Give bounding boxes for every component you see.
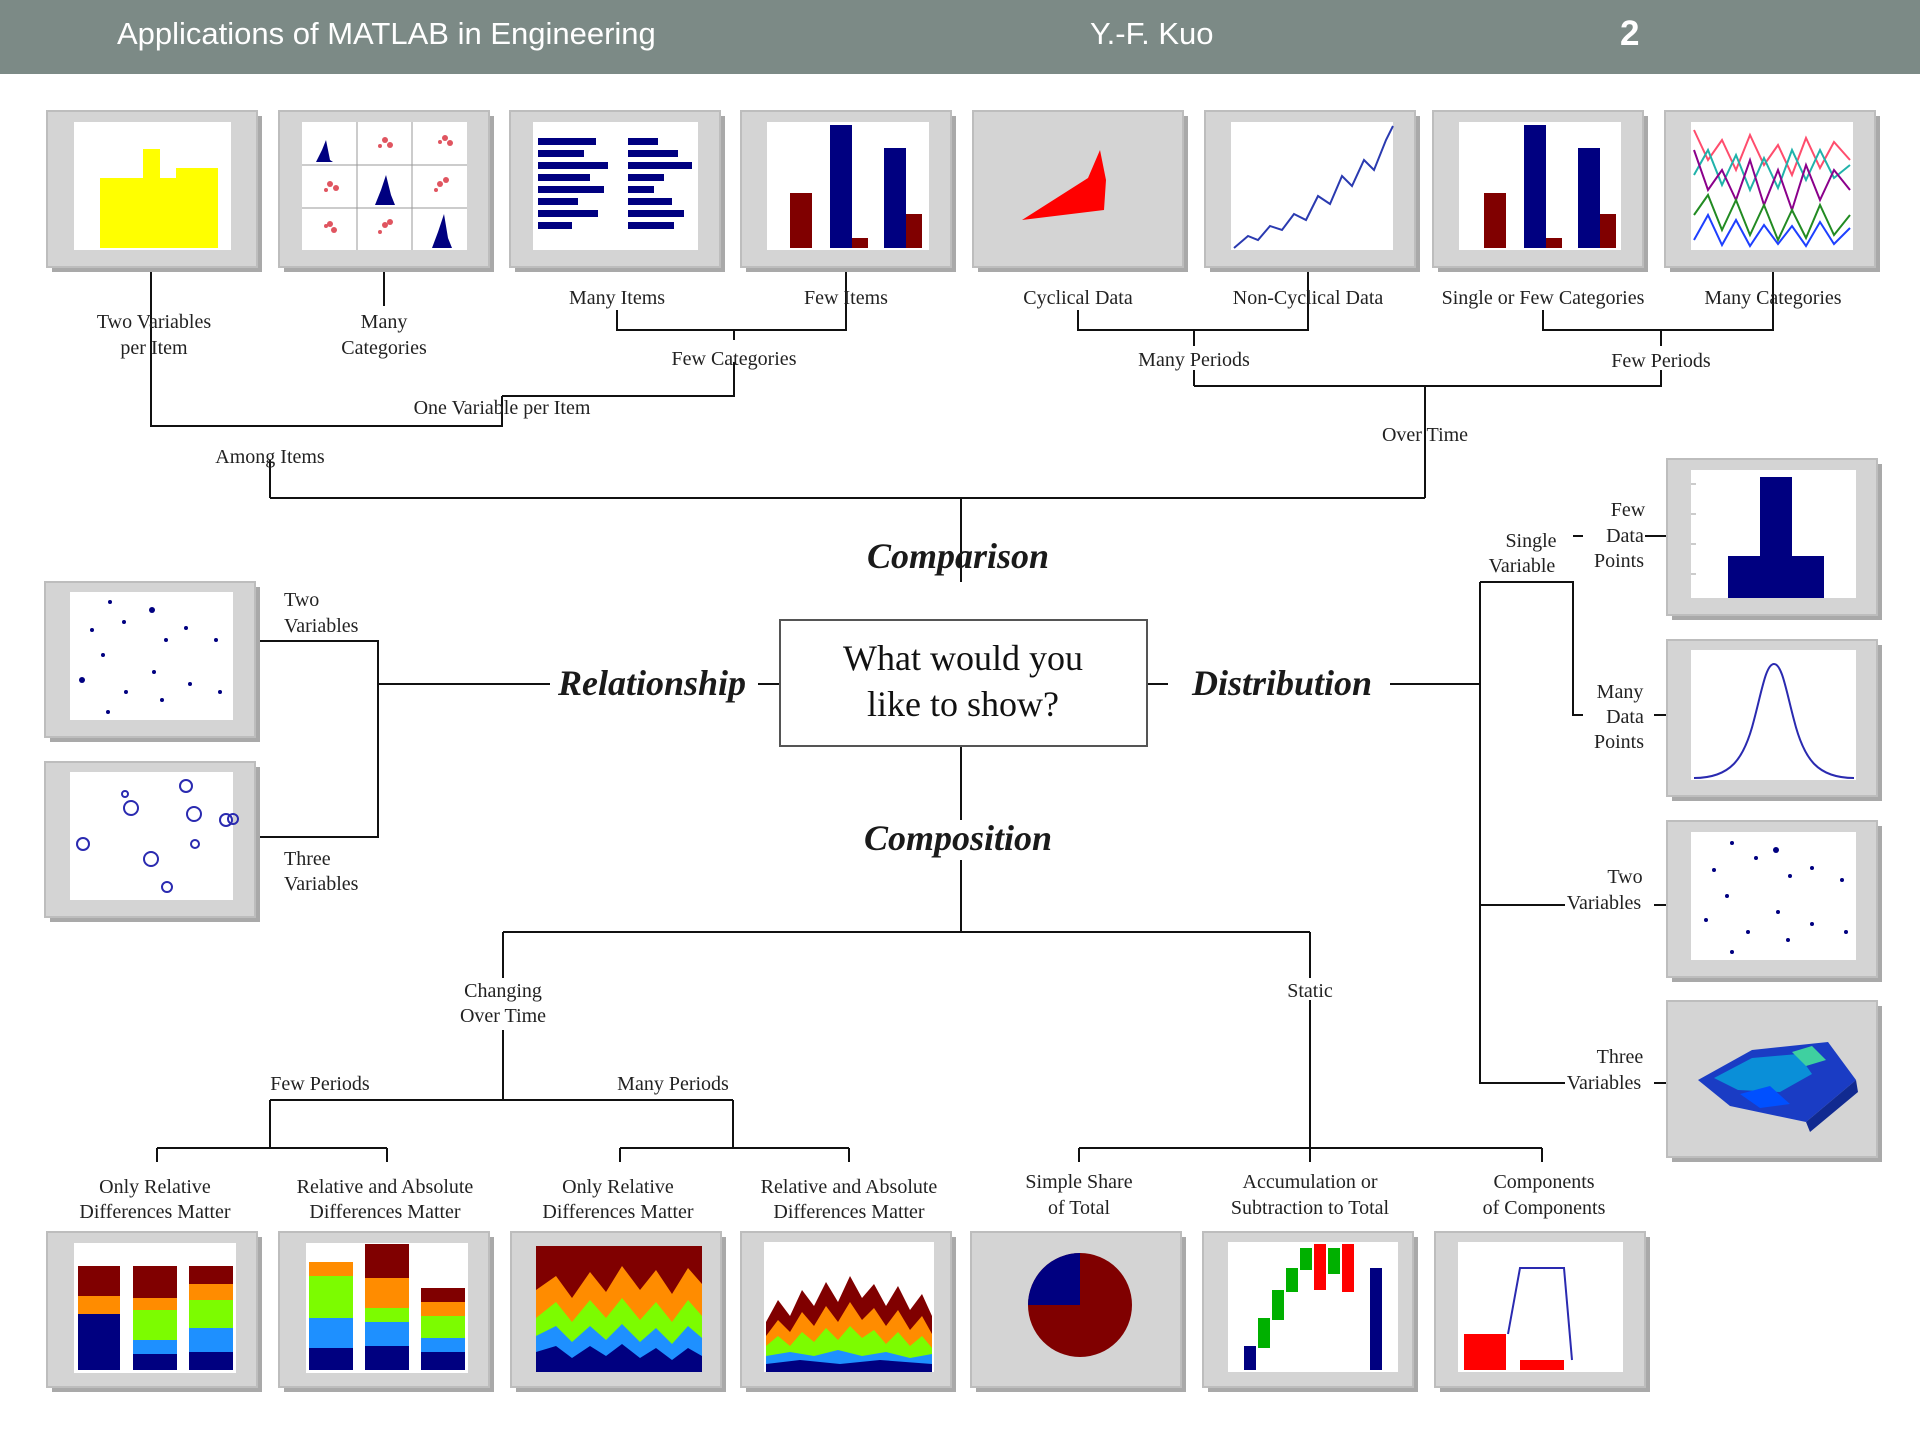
label-accumulation-b: Subtraction to Total bbox=[1231, 1197, 1390, 1219]
label-single-variable-2: Variable bbox=[1489, 555, 1556, 577]
thumbnail-stacked-area-chart bbox=[740, 1231, 956, 1392]
label-two-variables-per-item-2: per Item bbox=[120, 337, 188, 359]
label-dist-two-variables-1: Two bbox=[1607, 866, 1642, 888]
label-many-categories-2: Categories bbox=[341, 337, 427, 359]
relationship-labels: Two Variables Three Variables bbox=[284, 589, 359, 895]
label-few-periods: Few Periods bbox=[1611, 350, 1711, 372]
thumbnail-scatter-matrix bbox=[278, 110, 494, 272]
label-dist-two-variables-2: Variables bbox=[1567, 892, 1642, 914]
thumbnail-stacked-column-chart bbox=[278, 1231, 494, 1392]
slide-header: Applications of MATLAB in Engineering Y.… bbox=[0, 0, 1920, 74]
label-simple-share-a: Simple Share bbox=[1025, 1171, 1132, 1193]
thumbnail-column-chart-few-categories bbox=[1432, 110, 1648, 272]
label-relative-absolute-2b: Differences Matter bbox=[773, 1201, 925, 1223]
thumbnail-scatter-two-variables bbox=[1666, 820, 1882, 982]
label-changing-over-time-1: Changing bbox=[464, 980, 542, 1002]
label-two-variables-per-item-1: Two Variables bbox=[97, 311, 212, 333]
label-many-data-points-3: Points bbox=[1594, 731, 1644, 753]
category-distribution: Distribution bbox=[1191, 663, 1372, 703]
thumbnail-histogram-few-points bbox=[1666, 458, 1882, 620]
label-relative-absolute-2a: Relative and Absolute bbox=[761, 1176, 938, 1198]
label-many-categories-time: Many Categories bbox=[1704, 287, 1841, 309]
label-one-variable-per-item: One Variable per Item bbox=[414, 397, 591, 419]
label-components-b: of Components bbox=[1483, 1197, 1606, 1219]
label-among-items: Among Items bbox=[215, 446, 325, 468]
label-many-data-points-2: Data bbox=[1606, 706, 1644, 728]
page-number: 2 bbox=[1620, 14, 1640, 53]
thumbnail-line-chart-non-cyclical bbox=[1204, 110, 1420, 272]
category-comparison: Comparison bbox=[867, 536, 1049, 576]
label-few-data-points-2: Data bbox=[1606, 525, 1644, 547]
label-rel-three-variables-1: Three bbox=[284, 848, 331, 870]
thumbnail-variable-width-chart bbox=[46, 110, 262, 272]
label-rel-two-variables-2: Variables bbox=[284, 615, 359, 637]
center-question-line-2: like to show? bbox=[867, 684, 1059, 724]
slide-author: Y.-F. Kuo bbox=[1090, 16, 1214, 51]
label-rel-three-variables-2: Variables bbox=[284, 873, 359, 895]
label-many-categories-1: Many bbox=[361, 311, 408, 333]
thumbnail-horizontal-bar-table bbox=[509, 110, 725, 272]
label-only-relative-1b: Differences Matter bbox=[79, 1201, 231, 1223]
distribution-labels: Single Variable Few Data Points Many Dat… bbox=[1489, 499, 1646, 1094]
label-comp-many-periods: Many Periods bbox=[617, 1073, 729, 1095]
composition-labels: Changing Over Time Static Few Periods Ma… bbox=[79, 980, 1605, 1223]
thumbnail-line-histogram-many-points bbox=[1666, 639, 1882, 801]
thumbnail-stacked-100-column-chart bbox=[46, 1231, 262, 1392]
label-relative-absolute-1a: Relative and Absolute bbox=[297, 1176, 474, 1198]
label-few-data-points-3: Points bbox=[1594, 550, 1644, 572]
thumbnail-bubble-chart bbox=[44, 761, 260, 922]
center-question-line-1: What would you bbox=[843, 638, 1083, 678]
thumbnail-stacked-100-with-subcomponents bbox=[1434, 1231, 1650, 1392]
label-dist-three-variables-2: Variables bbox=[1567, 1072, 1642, 1094]
label-over-time: Over Time bbox=[1382, 424, 1468, 446]
label-rel-two-variables-1: Two bbox=[284, 589, 319, 611]
category-composition: Composition bbox=[864, 818, 1052, 858]
label-single-variable-1: Single bbox=[1505, 530, 1556, 552]
label-many-items: Many Items bbox=[569, 287, 665, 309]
comparison-labels: Among Items Over Time Two Variables per … bbox=[97, 287, 1842, 468]
thumbnail-multi-line-chart bbox=[1664, 110, 1880, 272]
label-many-data-points-1: Many bbox=[1597, 681, 1644, 703]
label-only-relative-2b: Differences Matter bbox=[542, 1201, 694, 1223]
label-static: Static bbox=[1287, 980, 1333, 1002]
label-simple-share-b: of Total bbox=[1048, 1197, 1111, 1219]
thumbnail-scatter-plot bbox=[44, 581, 260, 742]
thumbnail-3d-area-chart bbox=[1666, 1000, 1882, 1162]
thumbnail-column-chart-few-items bbox=[740, 110, 956, 272]
category-relationship: Relationship bbox=[557, 663, 746, 703]
label-relative-absolute-1b: Differences Matter bbox=[309, 1201, 461, 1223]
label-non-cyclical-data: Non-Cyclical Data bbox=[1233, 287, 1384, 309]
label-cyclical-data: Cyclical Data bbox=[1023, 287, 1133, 309]
connector-lines bbox=[150, 268, 1774, 1162]
thumbnail-stacked-100-area-chart bbox=[510, 1231, 726, 1392]
label-only-relative-2a: Only Relative bbox=[562, 1176, 674, 1198]
thumbnail-waterfall-chart bbox=[1202, 1231, 1418, 1392]
thumbnail-pie-chart bbox=[970, 1231, 1186, 1392]
label-dist-three-variables-1: Three bbox=[1597, 1046, 1644, 1068]
label-few-items: Few Items bbox=[804, 287, 888, 309]
label-accumulation-a: Accumulation or bbox=[1243, 1171, 1378, 1193]
label-only-relative-1a: Only Relative bbox=[99, 1176, 211, 1198]
label-few-data-points-1: Few bbox=[1611, 499, 1646, 521]
center-question-box bbox=[779, 619, 1148, 747]
thumbnail-circular-area-chart bbox=[972, 110, 1188, 272]
label-few-categories: Few Categories bbox=[672, 348, 797, 370]
label-many-periods: Many Periods bbox=[1138, 349, 1250, 371]
label-components-a: Components bbox=[1493, 1171, 1594, 1193]
label-comp-few-periods: Few Periods bbox=[270, 1073, 370, 1095]
label-changing-over-time-2: Over Time bbox=[460, 1005, 546, 1027]
label-single-or-few-categories: Single or Few Categories bbox=[1442, 287, 1645, 309]
slide-title: Applications of MATLAB in Engineering bbox=[117, 16, 656, 51]
